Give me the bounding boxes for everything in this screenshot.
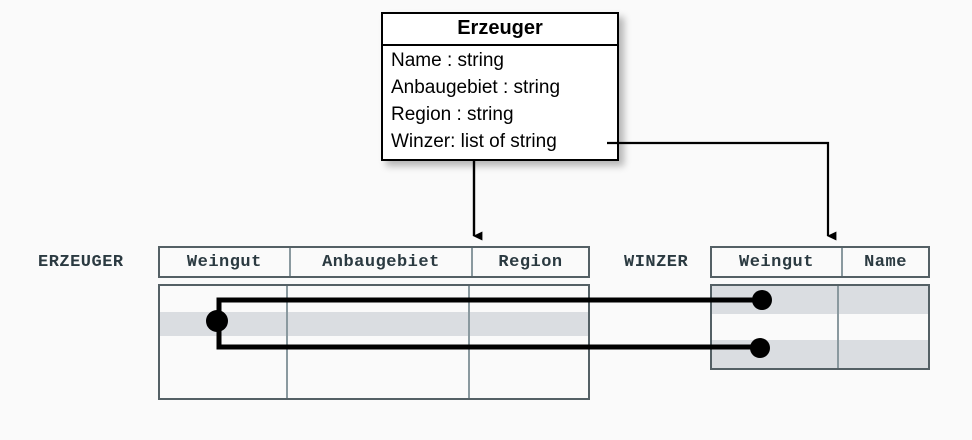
table-row (712, 314, 928, 340)
uml-class-box-erzeuger: Erzeuger Name : string Anbaugebiet : str… (381, 12, 619, 161)
column-header-name: Name (841, 248, 928, 276)
table-cell (160, 336, 286, 367)
table-cell (286, 336, 468, 367)
table-cell (160, 286, 286, 312)
table-header-erzeuger: Weingut Anbaugebiet Region (158, 246, 590, 278)
table-header-winzer: Weingut Name (710, 246, 930, 278)
table-cell (468, 367, 588, 398)
table-cell (837, 340, 928, 368)
table-cell (837, 286, 928, 314)
table-body-erzeuger (158, 284, 590, 400)
column-header-region: Region (471, 248, 588, 276)
uml-attribute-winzer: Winzer: list of string (391, 130, 557, 152)
column-header-weingut: Weingut (186, 252, 262, 272)
uml-attribute-anbaugebiet: Anbaugebiet : string (391, 76, 561, 98)
table-cell (468, 336, 588, 367)
uml-attribute-name: Name : string (391, 50, 504, 71)
uml-attribute-region: Region : string (391, 103, 514, 125)
table-cell (468, 312, 588, 336)
table-row-highlighted (712, 340, 928, 368)
table-row (160, 286, 588, 312)
table-row-highlighted (160, 312, 588, 336)
table-label-erzeuger: ERZEUGER (38, 253, 124, 272)
table-label-winzer: WINZER (624, 253, 689, 272)
column-header-anbaugebiet: Anbaugebiet (288, 248, 471, 276)
table-row (160, 336, 588, 367)
column-header-weingut: Weingut (739, 252, 814, 272)
uml-class-title: Erzeuger (383, 14, 617, 46)
table-cell (837, 314, 928, 340)
table-cell (286, 312, 468, 336)
uml-attribute-list: Name : string Anbaugebiet : string Regio… (383, 46, 617, 159)
table-cell (712, 314, 837, 340)
table-cell (160, 312, 286, 336)
table-cell (286, 286, 468, 312)
table-cell (286, 367, 468, 398)
table-row-highlighted (712, 286, 928, 314)
arrow-to-winzer-table (607, 141, 837, 241)
table-row (160, 367, 588, 398)
table-cell (468, 286, 588, 312)
table-cell (712, 340, 837, 368)
table-body-winzer (710, 284, 930, 370)
table-cell (712, 286, 837, 314)
table-cell (160, 367, 286, 398)
